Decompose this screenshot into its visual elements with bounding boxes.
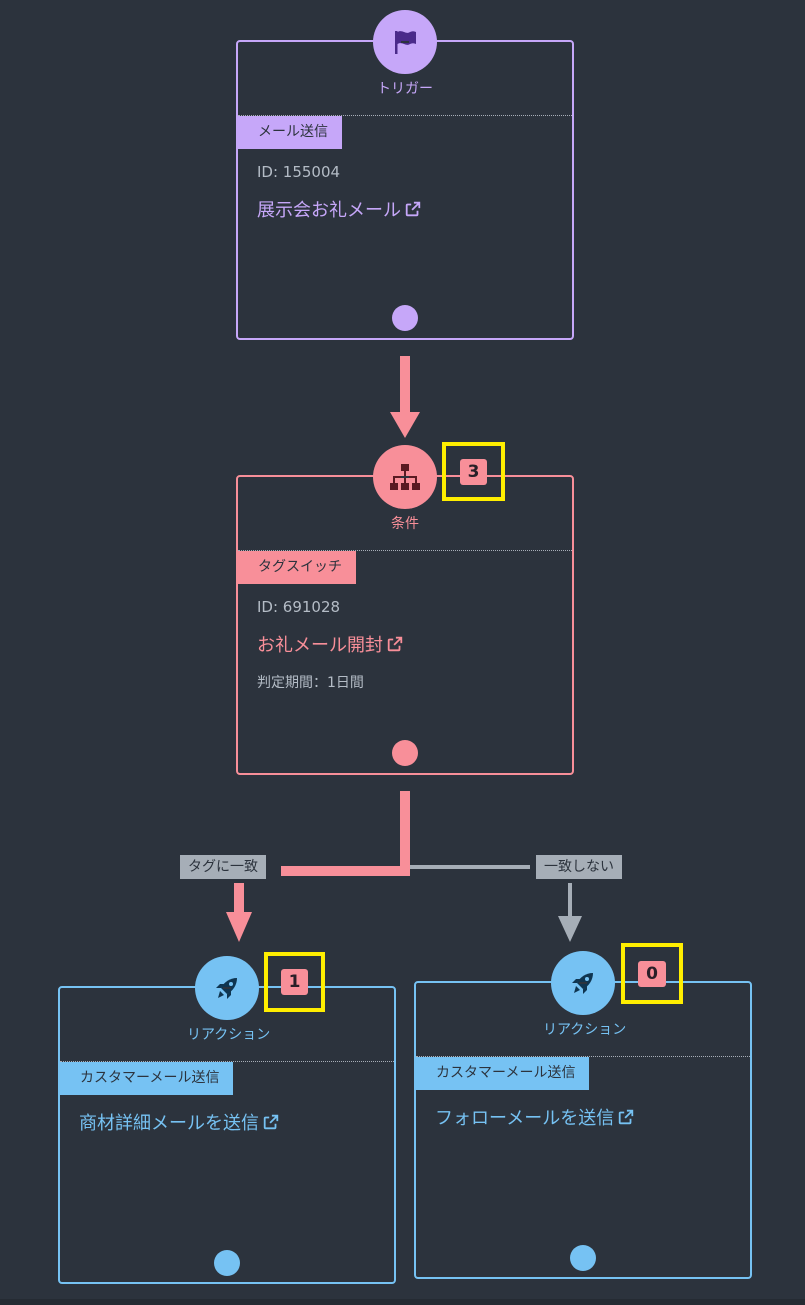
reaction-right-type-label: カスタマーメール送信 <box>416 1057 590 1090</box>
external-link-icon <box>263 1114 279 1130</box>
condition-id: ID: 691028 <box>257 598 341 616</box>
bottom-strip <box>0 1299 805 1305</box>
reaction-left-node-head: リアクション <box>187 956 271 1044</box>
card-divider <box>238 550 572 551</box>
trigger-node-head: トリガー <box>365 10 445 98</box>
reaction-right-title: フォローメールを送信 <box>435 1108 615 1129</box>
condition-count-badge[interactable]: 3 <box>459 458 488 485</box>
connector-line <box>281 866 410 876</box>
external-link-icon <box>405 201 421 217</box>
reaction-left-output-port[interactable] <box>214 1250 240 1276</box>
reaction-left-caption: リアクション <box>187 1027 271 1043</box>
trigger-caption: トリガー <box>377 81 433 97</box>
condition-count-highlight: 3 <box>442 442 505 501</box>
card-divider <box>60 1061 394 1062</box>
reaction-left-type-label: カスタマーメール送信 <box>60 1062 234 1095</box>
condition-type-label: タグスイッチ <box>238 551 356 584</box>
connector-line <box>400 791 410 876</box>
reaction-right-caption: リアクション <box>543 1022 627 1038</box>
card-divider <box>416 1056 750 1057</box>
external-link-icon <box>619 1109 634 1125</box>
reaction-right-output-port[interactable] <box>570 1245 596 1271</box>
reaction-left-count-badge[interactable]: 1 <box>280 969 309 995</box>
arrow-down-icon <box>558 916 582 942</box>
trigger-icon-circle <box>373 10 437 74</box>
trigger-type-label: メール送信 <box>238 116 342 149</box>
condition-node-head: 条件 <box>365 445 445 533</box>
arrow-down-icon <box>226 912 252 942</box>
trigger-id: ID: 155004 <box>257 163 341 181</box>
branch-label-nomatch: 一致しない <box>536 855 622 879</box>
reaction-right-count-highlight: 0 <box>621 943 683 1004</box>
condition-title: お礼メール開封 <box>257 635 383 656</box>
sitemap-icon <box>390 464 420 490</box>
reaction-left-title: 商材詳細メールを送信 <box>79 1113 259 1134</box>
connector-line <box>568 883 572 919</box>
reaction-right-title-link[interactable]: フォローメールを送信 <box>435 1104 635 1130</box>
reaction-left-icon-circle <box>195 956 259 1020</box>
condition-caption: 条件 <box>391 516 419 532</box>
rocket-icon <box>572 973 593 994</box>
trigger-title-link[interactable]: 展示会お礼メール <box>257 196 422 222</box>
reaction-right-icon-circle <box>551 951 615 1015</box>
connector-line <box>410 865 530 869</box>
reaction-card-right: カスタマーメール送信 フォローメールを送信 <box>414 981 752 1279</box>
connector-line <box>400 356 410 416</box>
reaction-left-title-link[interactable]: 商材詳細メールを送信 <box>79 1109 280 1135</box>
trigger-output-port[interactable] <box>392 305 418 331</box>
external-link-icon <box>387 636 403 652</box>
trigger-title: 展示会お礼メール <box>257 200 401 221</box>
reaction-right-node-head: リアクション <box>543 951 627 1039</box>
condition-title-link[interactable]: お礼メール開封 <box>257 631 404 657</box>
card-divider <box>238 115 572 116</box>
trigger-card: メール送信 ID: 155004 展示会お礼メール <box>236 40 574 340</box>
condition-icon-circle <box>373 445 437 509</box>
branch-label-match: タグに一致 <box>180 855 266 879</box>
reaction-right-count-badge[interactable]: 0 <box>638 960 666 987</box>
condition-period: 判定期間：1日間 <box>257 675 364 691</box>
rocket-icon <box>216 978 237 999</box>
arrow-down-icon <box>390 412 420 438</box>
connector-line <box>234 883 244 915</box>
condition-output-port[interactable] <box>392 740 418 766</box>
reaction-card-left: カスタマーメール送信 商材詳細メールを送信 <box>58 986 396 1284</box>
reaction-left-count-highlight: 1 <box>264 952 325 1012</box>
flag-icon <box>395 31 416 54</box>
